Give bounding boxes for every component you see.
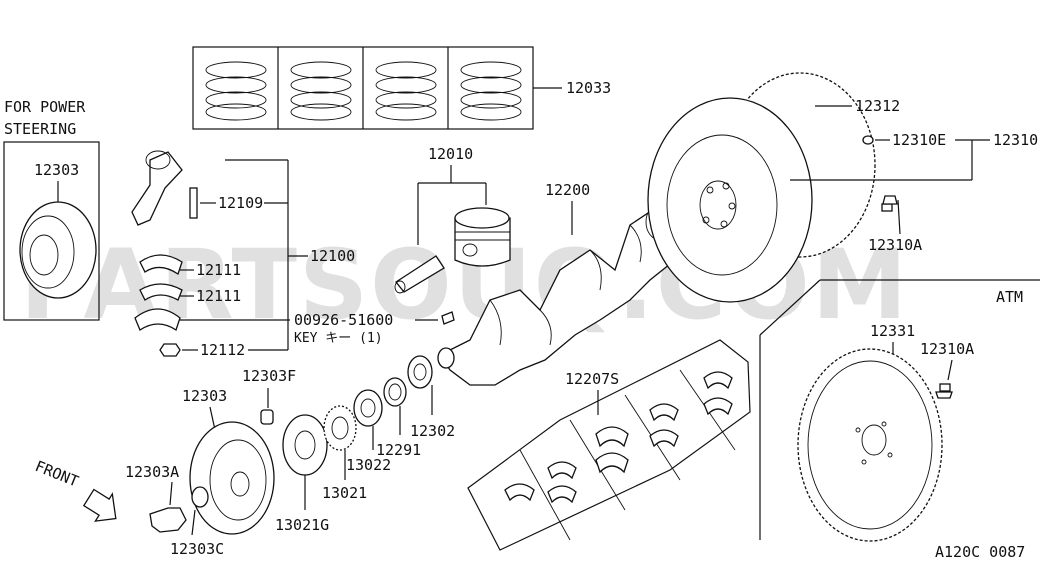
label-12303F[interactable]: 12303F [242, 367, 296, 385]
label-00926[interactable]: 00926-51600 [294, 311, 393, 329]
label-12109[interactable]: 12109 [218, 194, 263, 212]
piston [454, 217, 511, 267]
label-12111-b[interactable]: 12111 [196, 287, 241, 305]
spacer [353, 389, 383, 427]
pulley-washer [191, 486, 209, 508]
label-12033[interactable]: 12033 [566, 79, 611, 97]
oil-seal-plate [282, 414, 328, 476]
flywheel-group[interactable]: 12312 12310E 12310 12310A [647, 72, 1038, 303]
piston-rings-group[interactable]: 12033 [192, 46, 611, 130]
ps-box [3, 141, 100, 321]
label-12207S[interactable]: 12207S [565, 370, 619, 388]
label-13021G[interactable]: 13021G [275, 516, 329, 534]
ring-set-1 [205, 61, 267, 121]
piston-group[interactable]: 12010 [394, 145, 511, 294]
label-front: FRONT [33, 457, 82, 491]
label-13021[interactable]: 13021 [322, 484, 367, 502]
front-arrow-icon [82, 488, 117, 522]
rod-cap [134, 308, 181, 332]
front-washer [407, 355, 433, 389]
rod-bolt [189, 187, 198, 219]
label-12303C[interactable]: 12303C [170, 540, 224, 558]
woodruff-key [441, 311, 455, 325]
label-12310[interactable]: 12310 [993, 131, 1038, 149]
pulley-bolt [149, 507, 187, 533]
rod-nut [159, 343, 181, 357]
ring-set-2 [290, 61, 352, 121]
flywheel [647, 97, 813, 303]
atm-section[interactable]: ATM 12331 12310A [759, 279, 1040, 542]
bearings-panel [467, 339, 751, 551]
label-steering: STEERING [4, 120, 76, 138]
label-12111-a[interactable]: 12111 [196, 261, 241, 279]
label-12303-top[interactable]: 12303 [34, 161, 79, 179]
front-pulley-group[interactable]: 12303F 12303 13021G 13021 13022 12291 12… [33, 355, 456, 558]
label-12331[interactable]: 12331 [870, 322, 915, 340]
label-12310A-bot[interactable]: 12310A [920, 340, 974, 358]
bearing-upper [139, 254, 183, 276]
label-12303-mid[interactable]: 12303 [182, 387, 227, 405]
key-group[interactable]: 00926-51600 KEY キー (1) [180, 311, 455, 346]
label-13022[interactable]: 13022 [346, 456, 391, 474]
ring-set-4 [460, 61, 522, 121]
diagram-code: A120C 0087 [935, 543, 1025, 561]
collar [383, 377, 407, 407]
label-12200[interactable]: 12200 [545, 181, 590, 199]
label-12312[interactable]: 12312 [855, 97, 900, 115]
label-for-power: FOR POWER [4, 98, 86, 116]
ring-set-3 [375, 61, 437, 121]
label-12302[interactable]: 12302 [410, 422, 455, 440]
label-12291[interactable]: 12291 [376, 441, 421, 459]
label-12310A-top[interactable]: 12310A [868, 236, 922, 254]
drive-plate [797, 348, 943, 542]
drive-plate-bolt [939, 383, 951, 392]
label-12310E[interactable]: 12310E [892, 131, 946, 149]
sprocket [323, 405, 357, 451]
label-12100[interactable]: 12100 [310, 247, 355, 265]
label-12303A[interactable]: 12303A [125, 463, 179, 481]
connecting-rod-group[interactable]: 12109 12100 12111 12111 12112 [131, 150, 355, 359]
bearing-lower [139, 283, 183, 301]
dowel [862, 135, 874, 145]
label-key: KEY キー (1) [294, 331, 383, 346]
piston-pin [395, 255, 445, 293]
label-atm: ATM [996, 288, 1023, 306]
label-12112[interactable]: 12112 [200, 341, 245, 359]
flywheel-bolt [881, 203, 893, 212]
power-steering-pulley-group[interactable]: FOR POWER STEERING 12303 [3, 98, 100, 321]
label-12010[interactable]: 12010 [428, 145, 473, 163]
connecting-rod [131, 151, 183, 226]
pulley-key [260, 409, 274, 425]
main-bearings-group[interactable]: 12207S [467, 339, 751, 551]
